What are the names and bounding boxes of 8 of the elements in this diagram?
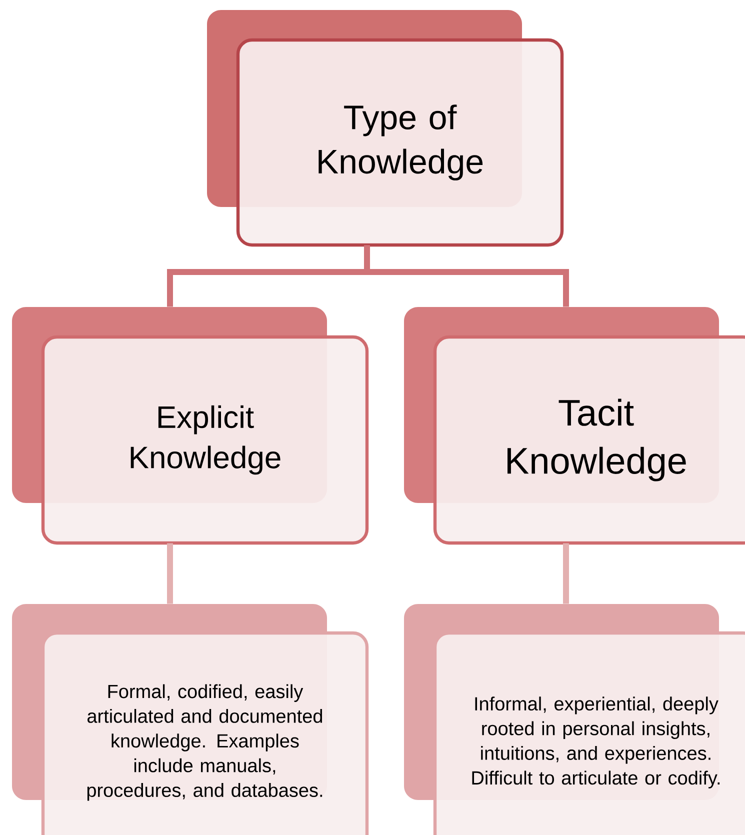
connector-line bbox=[563, 543, 569, 604]
process-box: Explicit Knowledge bbox=[12, 307, 369, 545]
process-box: Informal, experiential, deeply rooted in personal insights, intuitions, and experiences. Difficult to articulate or codify. bbox=[404, 604, 745, 835]
process-box: Formal, codified, easily articulated and documented knowledge. Examples include manuals, procedures, and databases. bbox=[12, 604, 369, 835]
process-box: Tacit Knowledge bbox=[404, 307, 745, 545]
connector-line bbox=[167, 543, 173, 604]
connector-line bbox=[364, 245, 569, 307]
process-box: Type of Knowledge bbox=[207, 10, 564, 247]
